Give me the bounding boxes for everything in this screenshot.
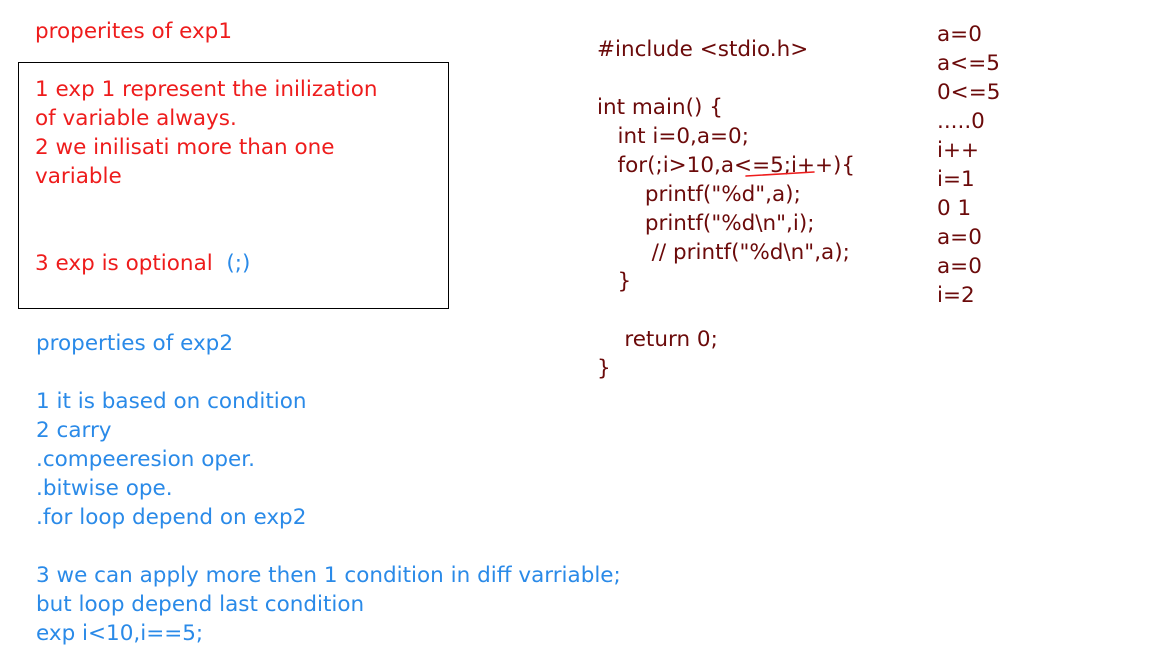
trace-line-10: i=2	[937, 283, 975, 308]
trace-line-5: i++	[937, 138, 980, 163]
exp1-heading: properites of exp1	[35, 19, 233, 44]
code-line-3: int main() {	[597, 95, 723, 120]
exp1-optional-line: 3 exp is optional (;)	[35, 249, 250, 278]
trace-line-4: .....0	[937, 109, 985, 134]
trace-line-3: 0<=5	[937, 80, 1001, 105]
trace-line-7: 0 1	[937, 196, 972, 221]
trace-line-6: i=1	[937, 167, 975, 192]
exp2-line-7: 3 we can apply more then 1 condition in …	[36, 563, 621, 588]
exp1-line-3: 2 we inilisati more than one	[35, 135, 335, 160]
exp1-line-1: 1 exp 1 represent the inilization	[35, 77, 378, 102]
exp2-line-1: 1 it is based on condition	[36, 389, 307, 414]
code-line-8: // printf("%d\n",a);	[597, 240, 850, 265]
code-line-1: #include <stdio.h>	[597, 37, 809, 62]
code-line-5: for(;i>10,a<=5;i++){	[597, 153, 856, 178]
exp1-line-2: of variable always.	[35, 106, 237, 131]
exp2-line-9: exp i<10,i==5;	[36, 621, 204, 646]
exp2-line-2: 2 carry	[36, 418, 112, 443]
code-line-12: }	[597, 356, 611, 381]
exp1-box	[18, 62, 449, 309]
exp2-line-5: .for loop depend on exp2	[36, 505, 307, 530]
code-line-9: }	[597, 269, 632, 294]
exp2-heading: properties of exp2	[36, 331, 234, 356]
code-line-7: printf("%d\n",i);	[597, 211, 815, 236]
code-line-6: printf("%d",a);	[597, 182, 801, 207]
code-line-4: int i=0,a=0;	[597, 124, 749, 149]
exp2-line-8: but loop depend last condition	[36, 592, 365, 617]
exp1-optional-text: 3 exp is optional	[35, 251, 213, 276]
trace-line-8: a=0	[937, 225, 982, 250]
exp2-line-4: .bitwise ope.	[36, 476, 173, 501]
code-line-11: return 0;	[597, 327, 718, 352]
trace-line-1: a=0	[937, 22, 982, 47]
exp1-optional-note: (;)	[226, 251, 251, 276]
exp1-line-4: variable	[35, 164, 122, 189]
trace-line-9: a=0	[937, 254, 982, 279]
exp2-line-3: .compeeresion oper.	[36, 447, 255, 472]
trace-line-2: a<=5	[937, 51, 1000, 76]
